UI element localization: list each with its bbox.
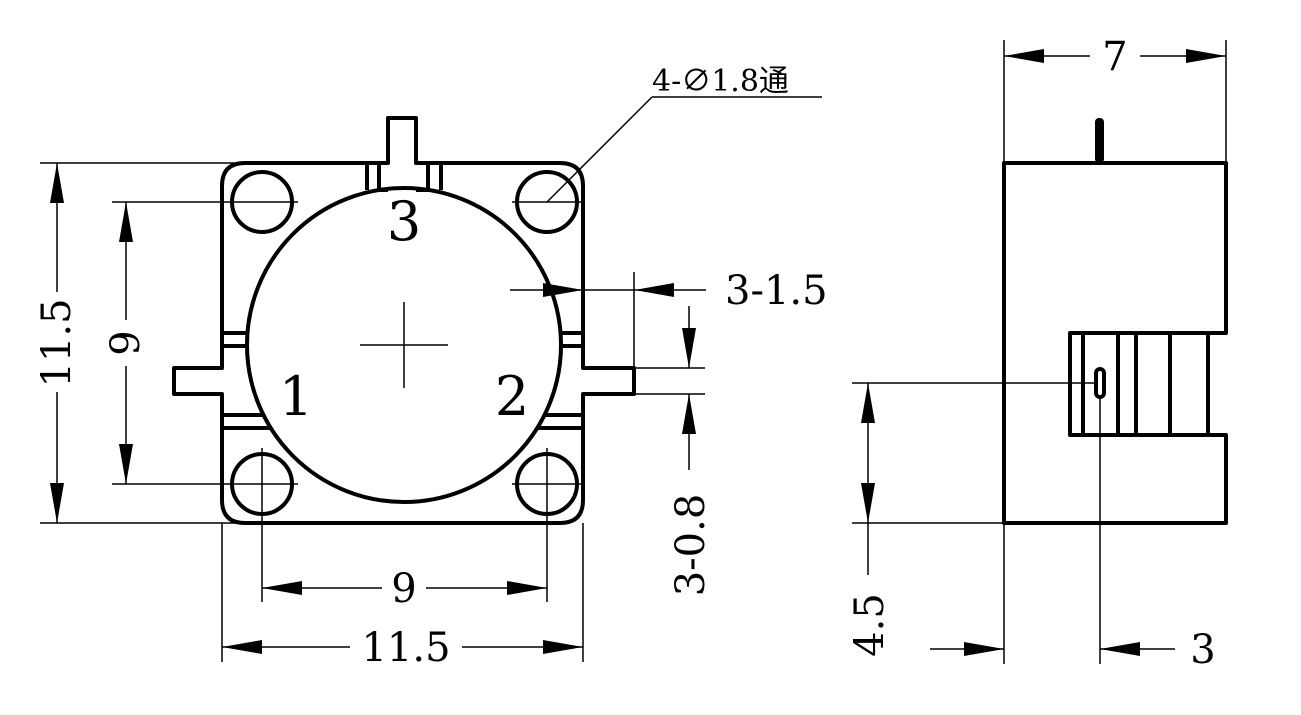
port-3-label: 3: [387, 190, 421, 253]
front-view: 3 1 2 4-∅1.8通 11.5 9 9 11.5: [34, 64, 828, 671]
side-top-pin: [1095, 118, 1104, 163]
dim-hole-pitch-x: 9: [391, 566, 416, 612]
body-outline: [172, 116, 636, 525]
side-notch-pin: [1094, 367, 1106, 399]
hole-note: 4-∅1.8通: [652, 64, 789, 99]
dim-total-height: 11.5: [34, 298, 80, 387]
port-2-label: 2: [495, 365, 529, 428]
ferrite-disc: [245, 186, 563, 504]
dim-pin-offset: 3: [1190, 627, 1215, 673]
dim-total-width: 11.5: [361, 625, 450, 671]
side-view: 7 4.5 3: [847, 34, 1228, 673]
side-body-outline: [1002, 161, 1228, 525]
dim-hole-pitch-y: 9: [103, 330, 149, 355]
dim-pin-width: 3-0.8: [668, 494, 714, 597]
port-1-label: 1: [279, 365, 313, 428]
dim-pin-height: 4.5: [847, 593, 893, 657]
dim-pin-length: 3-1.5: [725, 268, 828, 314]
dim-depth: 7: [1102, 34, 1127, 80]
